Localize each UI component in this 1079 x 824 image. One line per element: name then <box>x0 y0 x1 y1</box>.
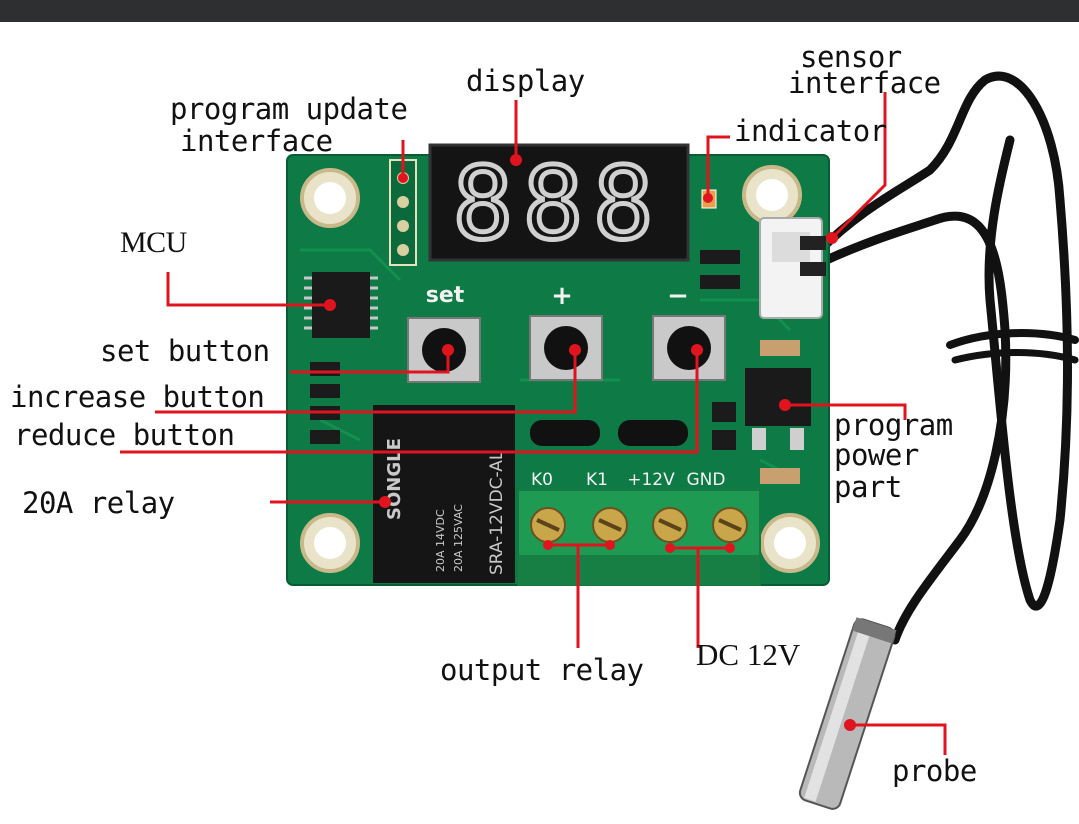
terminal-block <box>517 489 761 586</box>
label-sensor-line2: interface <box>788 66 941 100</box>
leader-lines <box>120 92 947 755</box>
sensor-connector <box>759 217 826 319</box>
label-dc-12v: DC 12V <box>696 637 801 672</box>
leader-dots <box>324 154 856 731</box>
label-display: display <box>466 64 585 98</box>
terminal-label-k1: K1 <box>586 470 608 490</box>
terminal-labels: K0 K1 +12V GND <box>531 470 725 490</box>
label-set-button: set button <box>100 334 270 368</box>
leader-mcu <box>166 272 330 307</box>
power-regulator <box>745 368 811 450</box>
pcb-label-minus: − <box>667 281 689 311</box>
leader-indicator <box>706 135 730 198</box>
label-program-power-line1: program <box>834 408 953 442</box>
label-probe: probe <box>892 754 977 788</box>
pcb-label-set: set <box>426 283 465 308</box>
relay-rating-2: 20A 125VAC <box>452 504 465 572</box>
label-program-update-line1: program update <box>170 92 408 126</box>
display-digits: 888 <box>453 145 664 262</box>
relay-rating-1: 20A 14VDC <box>434 509 447 572</box>
label-program-update-line2: interface <box>180 124 333 158</box>
relay-model: SRA-12VDC-AL <box>487 450 507 575</box>
top-bar <box>0 0 1079 22</box>
label-20a-relay: 20A relay <box>22 486 175 520</box>
label-sensor-line1: sensor <box>800 40 902 74</box>
leader-probe <box>850 723 947 755</box>
reduce-tact-switch[interactable] <box>652 315 726 381</box>
pcb-label-plus: + <box>551 281 573 311</box>
smd-components <box>310 250 800 484</box>
label-program-power-line3: part <box>834 470 902 504</box>
terminal-label-12v: +12V <box>627 470 675 490</box>
seven-segment-display: 888 <box>428 143 690 265</box>
label-indicator: indicator <box>734 114 887 148</box>
leader-sensor <box>830 92 887 240</box>
label-output-relay: output relay <box>440 653 644 687</box>
probe-cable <box>815 71 1079 645</box>
leader-increase <box>155 350 577 414</box>
mounting-holes <box>300 165 820 573</box>
leader-set <box>290 350 450 374</box>
relay-brand: SONGLE <box>384 438 405 520</box>
relay-20a: SONGLE SRA-12VDC-AL 20A 14VDC 20A 125VAC <box>373 405 515 583</box>
label-increase-button: increase button <box>10 380 265 414</box>
label-reduce-button: reduce button <box>14 418 235 452</box>
terminal-label-k0: K0 <box>531 470 553 490</box>
increase-tact-switch[interactable] <box>529 315 603 381</box>
label-program-power-line2: power <box>834 438 919 472</box>
leader-reduce <box>120 350 699 454</box>
label-mcu: MCU <box>120 226 187 259</box>
leader-power <box>785 403 907 420</box>
probe-tube <box>798 617 897 810</box>
terminal-label-gnd: GND <box>687 470 726 490</box>
